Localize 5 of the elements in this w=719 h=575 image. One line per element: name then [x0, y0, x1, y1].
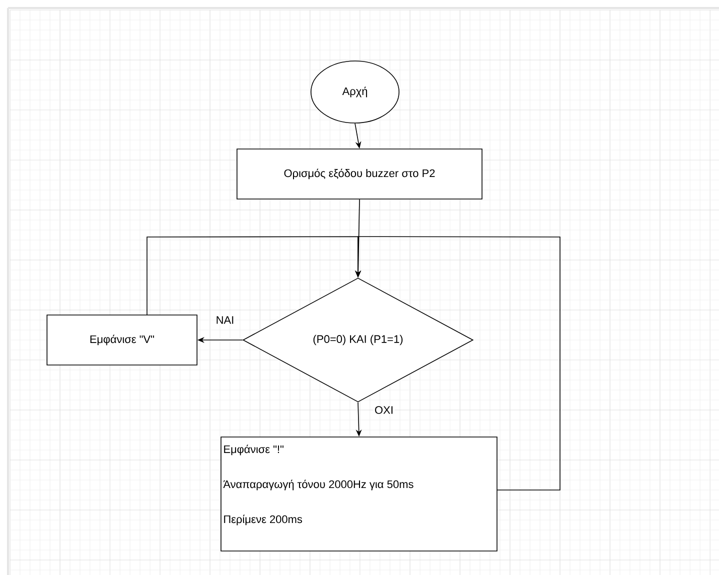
process-box: Εμφάνισε "V": [46, 314, 198, 366]
edge-label: ΟΧΙ: [374, 405, 394, 415]
process-box: Εμφάνισε "!" Άναπαραγωγή τόνου 2000Hz για 50ms Περίμενε 200ms: [220, 436, 498, 552]
edge-label: ΝΑΙ: [214, 315, 236, 325]
process-box: Ορισμός εξόδου buzzer στο P2: [236, 148, 482, 200]
